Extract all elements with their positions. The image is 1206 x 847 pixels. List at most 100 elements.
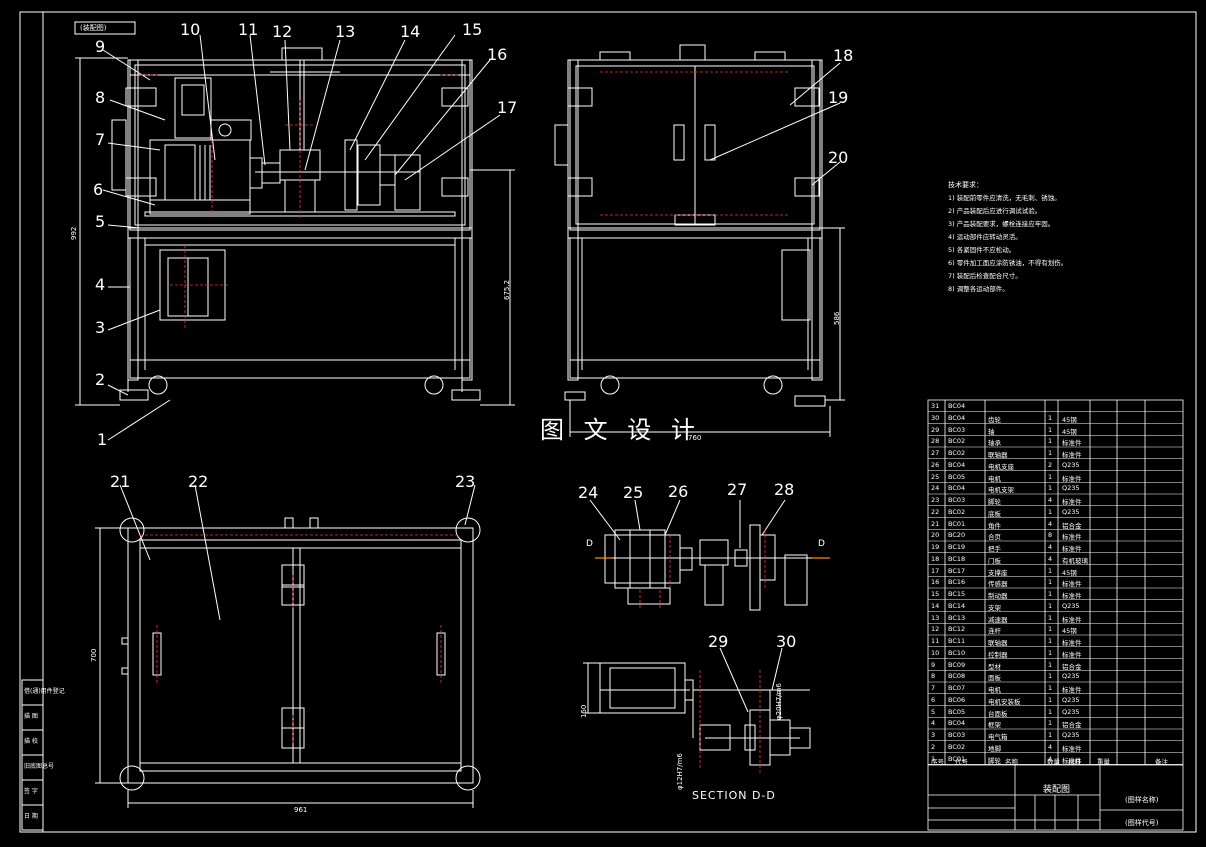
bom-cell-code: BC17 xyxy=(948,566,966,575)
section-mark-left: D xyxy=(586,539,593,549)
bom-cell-qty: 1 xyxy=(1048,648,1053,657)
bom-cell-name: 脚轮 xyxy=(988,756,1001,765)
bom-cell-code: BC08 xyxy=(948,672,966,681)
bom-cell-qty: 1 xyxy=(1048,449,1053,457)
tech-note: 2) 产品装配后应进行调试试验。 xyxy=(948,207,1042,215)
bom-cell-qty: 1 xyxy=(1048,425,1053,434)
section-label: SECTION D-D xyxy=(692,789,776,802)
bom-cell-code: BC11 xyxy=(948,637,966,645)
bom-cell-qty: 1 xyxy=(1048,578,1053,587)
bom-cell-code: BC05 xyxy=(948,707,966,716)
bom-cell-qty: 1 xyxy=(1048,707,1053,716)
part-label-4: 4 xyxy=(95,275,106,294)
bom-cell-no: 7 xyxy=(931,684,936,692)
bom-cell-qty: 2 xyxy=(1048,460,1053,469)
bom-cell-no: 19 xyxy=(931,543,940,551)
bom-cell-mat: Q235 xyxy=(1062,507,1080,516)
bom-cell-no: 14 xyxy=(931,601,940,610)
bom-cell-no: 30 xyxy=(931,413,940,422)
bom-cell-code: BC07 xyxy=(948,684,966,692)
bom-cell-code: BC13 xyxy=(948,613,966,622)
bom-cell-no: 2 xyxy=(931,742,936,751)
bom-cell-code: BC02 xyxy=(948,507,966,516)
bom-cell-mat: 标准件 xyxy=(1062,744,1082,753)
bom-cell-code: BC02 xyxy=(948,742,966,751)
bom-cell-qty: 1 xyxy=(1048,637,1053,645)
bom-cell-code: BC20 xyxy=(948,531,966,540)
bom-cell-name: 电机 xyxy=(988,686,1001,694)
bom-cell-mat: Q235 xyxy=(1062,460,1080,469)
bom-cell-qty: 1 xyxy=(1048,695,1053,704)
title-block-drawing-name: (图样名称) xyxy=(1125,796,1159,804)
bom-cell-no: 27 xyxy=(931,449,940,457)
bom-cell-no: 16 xyxy=(931,578,940,587)
bom-cell-mat: Q235 xyxy=(1062,484,1080,493)
bom-cell-qty: 1 xyxy=(1048,601,1053,610)
bom-cell-qty: 1 xyxy=(1048,507,1053,516)
bom-cell-no: 24 xyxy=(931,484,940,493)
binding-label: 旧底图总号 xyxy=(24,763,55,770)
bom-cell-name: 支撑座 xyxy=(988,568,1008,577)
bom-cell-mat: 标准件 xyxy=(1062,498,1082,506)
part-label-26: 26 xyxy=(668,482,689,501)
bom-cell-code: BC10 xyxy=(948,648,966,657)
bom-cell-mat: 标准件 xyxy=(1062,650,1082,659)
bom-cell-no: 21 xyxy=(931,519,940,528)
bom-cell-no: 3 xyxy=(931,731,936,739)
part-label-1: 1 xyxy=(97,430,108,449)
bom-cell-no: 28 xyxy=(931,437,940,446)
bom-cell-name: 传感器 xyxy=(988,580,1008,589)
bom-cell-name: 门板 xyxy=(988,556,1001,565)
dim-side-height: 586 xyxy=(833,311,841,325)
bom-cell-mat: 铝合金 xyxy=(1062,521,1082,530)
bom-cell-no: 5 xyxy=(931,707,936,716)
outer-frame xyxy=(19,11,1197,833)
dim-front-inner: 675.2 xyxy=(503,279,511,300)
bom-cell-no: 25 xyxy=(931,472,940,481)
bom-cell-mat: 铝合金 xyxy=(1062,662,1082,671)
bom-cell-name: 控制器 xyxy=(988,650,1008,659)
bom-cell-qty: 1 xyxy=(1048,731,1053,739)
tech-note: 3) 产品装配要求，螺栓连接应牢固。 xyxy=(948,220,1055,228)
binding-label: 签 字 xyxy=(24,788,38,795)
bom-cell-name: 轴承 xyxy=(988,439,1001,448)
bom-cell-code: BC01 xyxy=(948,754,966,763)
bom-cell-no: 29 xyxy=(931,425,940,434)
dim-fit-2: φ20H7/m6 xyxy=(775,683,783,720)
bom-cell-code: BC04 xyxy=(948,460,966,469)
bom-header-name: 名称 xyxy=(1005,758,1018,766)
bom-cell-qty: 1 xyxy=(1048,613,1053,622)
bom-cell-mat: Q235 xyxy=(1062,695,1080,704)
bom-cell-name: 电机 xyxy=(988,474,1001,483)
bom-cell-name: 连杆 xyxy=(988,627,1001,636)
front-view xyxy=(75,47,515,406)
bom-cell-mat: 标准件 xyxy=(1062,545,1082,553)
bom-cell-mat: 标准件 xyxy=(1062,451,1082,459)
part-label-23: 23 xyxy=(455,472,476,491)
tech-note: 4) 运动部件应转动灵活。 xyxy=(948,233,1022,241)
bom-cell-mat: 45钢 xyxy=(1062,627,1077,636)
dim-fit-1: φ12H7/m6 xyxy=(676,753,684,790)
bom-header-note: 备注 xyxy=(1155,758,1168,766)
bom-cell-name: 制动器 xyxy=(988,592,1008,600)
bom-cell-code: BC19 xyxy=(948,543,966,551)
bom-cell-no: 26 xyxy=(931,460,940,469)
bom-cell-mat: 铝合金 xyxy=(1062,721,1082,730)
bom-cell-mat: 45钢 xyxy=(1062,568,1077,577)
part-label-17: 17 xyxy=(497,98,518,117)
bom-cell-code: BC04 xyxy=(948,484,966,493)
part-label-7: 7 xyxy=(95,130,106,149)
bom-cell-mat: 标准件 xyxy=(1062,533,1082,542)
bom-cell-name: 电机支架 xyxy=(988,486,1014,495)
tech-note: 5) 各紧固件不应松动。 xyxy=(948,246,1016,254)
bom-cell-qty: 1 xyxy=(1048,566,1053,575)
part-label-16: 16 xyxy=(487,45,508,64)
bom-cell-name: 型材 xyxy=(988,662,1001,671)
bom-cell-qty: 8 xyxy=(1048,531,1053,540)
bom-cell-name: 联轴器 xyxy=(988,451,1008,459)
bom-cell-code: BC18 xyxy=(948,554,966,563)
bom-cell-mat: 标准件 xyxy=(1062,615,1082,624)
bom-cell-mat: 标准件 xyxy=(1062,439,1082,448)
bom-cell-no: 6 xyxy=(931,695,936,704)
bom-cell-name: 支架 xyxy=(988,603,1001,612)
